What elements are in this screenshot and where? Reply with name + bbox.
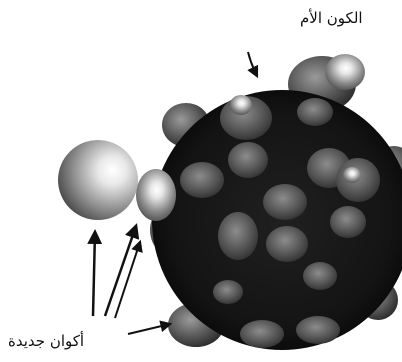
arrow-to-sphere [87, 229, 103, 317]
surface-bud [218, 212, 258, 260]
surface-bud [240, 320, 284, 348]
surface-bud-shine [230, 95, 252, 115]
bud-top-right-shine [325, 54, 365, 90]
arrow-to-bud [103, 223, 140, 317]
surface-bud [303, 262, 337, 290]
surface-bud [263, 184, 307, 220]
surface-bud [296, 316, 340, 344]
new-colony-bud [136, 169, 176, 221]
mother-colony-label: الكون الأم [300, 9, 363, 27]
arrow-to-bud-secondary [114, 239, 143, 319]
surface-bud [266, 226, 308, 262]
arrow-to-mother [247, 51, 259, 79]
surface-bud [228, 142, 268, 178]
surface-bud [180, 162, 224, 198]
surface-bud [330, 206, 366, 238]
new-colony-sphere [58, 140, 138, 220]
new-colonies-label: أكوان جديدة [8, 332, 85, 350]
surface-bud [297, 98, 333, 126]
surface-bud [213, 280, 243, 304]
surface-bud-shine [343, 167, 361, 183]
arrow-to-bottom-bud [127, 320, 173, 335]
